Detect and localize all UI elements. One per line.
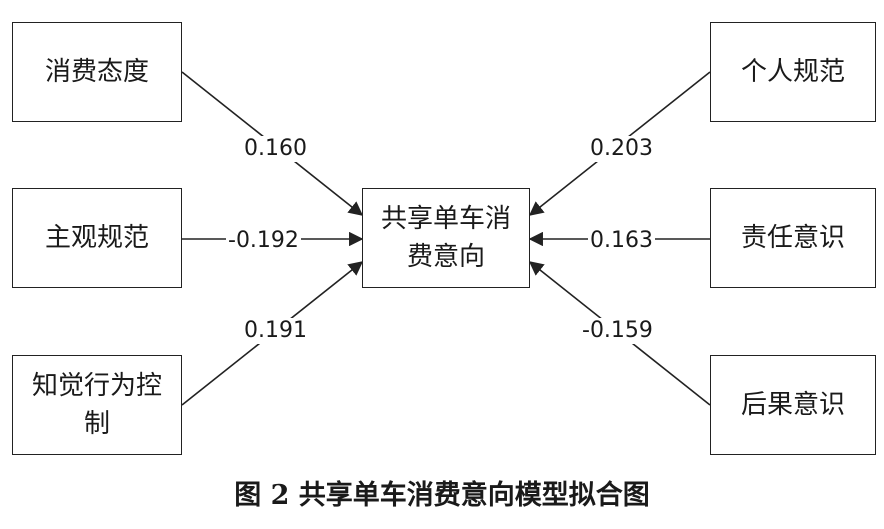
node-label-line1: 共享单车消 xyxy=(380,204,511,234)
figure-caption: 图 2 共享单车消费意向模型拟合图 xyxy=(234,480,650,511)
node-bike-sharing-intention: 共享单车消 费意向 xyxy=(362,188,530,288)
node-label-line2: 制 xyxy=(83,409,110,439)
node-perceived-behavioral-control: 知觉行为控 制 xyxy=(12,355,182,455)
node-label: 后果意识 xyxy=(740,390,845,420)
node-label-wrap: 共享单车消 费意向 xyxy=(381,200,511,276)
node-label: 主观规范 xyxy=(44,223,149,253)
node-label: 消费态度 xyxy=(44,57,149,87)
coef-personal-norm: 0.203 xyxy=(588,136,655,162)
node-subjective-norm: 主观规范 xyxy=(12,188,182,288)
node-consumption-attitude: 消费态度 xyxy=(12,22,182,122)
node-label-line1: 知觉行为控 xyxy=(31,371,162,401)
node-consequence-awareness: 后果意识 xyxy=(710,355,876,455)
node-label: 责任意识 xyxy=(740,223,845,253)
coef-subjective-norm: -0.192 xyxy=(226,228,301,254)
node-personal-norm: 个人规范 xyxy=(710,22,876,122)
coef-consequence: -0.159 xyxy=(580,318,655,344)
coef-attitude: 0.160 xyxy=(242,136,309,162)
node-label: 个人规范 xyxy=(740,57,845,87)
node-label-line2: 费意向 xyxy=(406,242,485,272)
coef-responsibility: 0.163 xyxy=(588,228,655,254)
node-responsibility-awareness: 责任意识 xyxy=(710,188,876,288)
coef-perceived-control: 0.191 xyxy=(242,318,309,344)
node-label-wrap: 知觉行为控 制 xyxy=(32,367,162,443)
